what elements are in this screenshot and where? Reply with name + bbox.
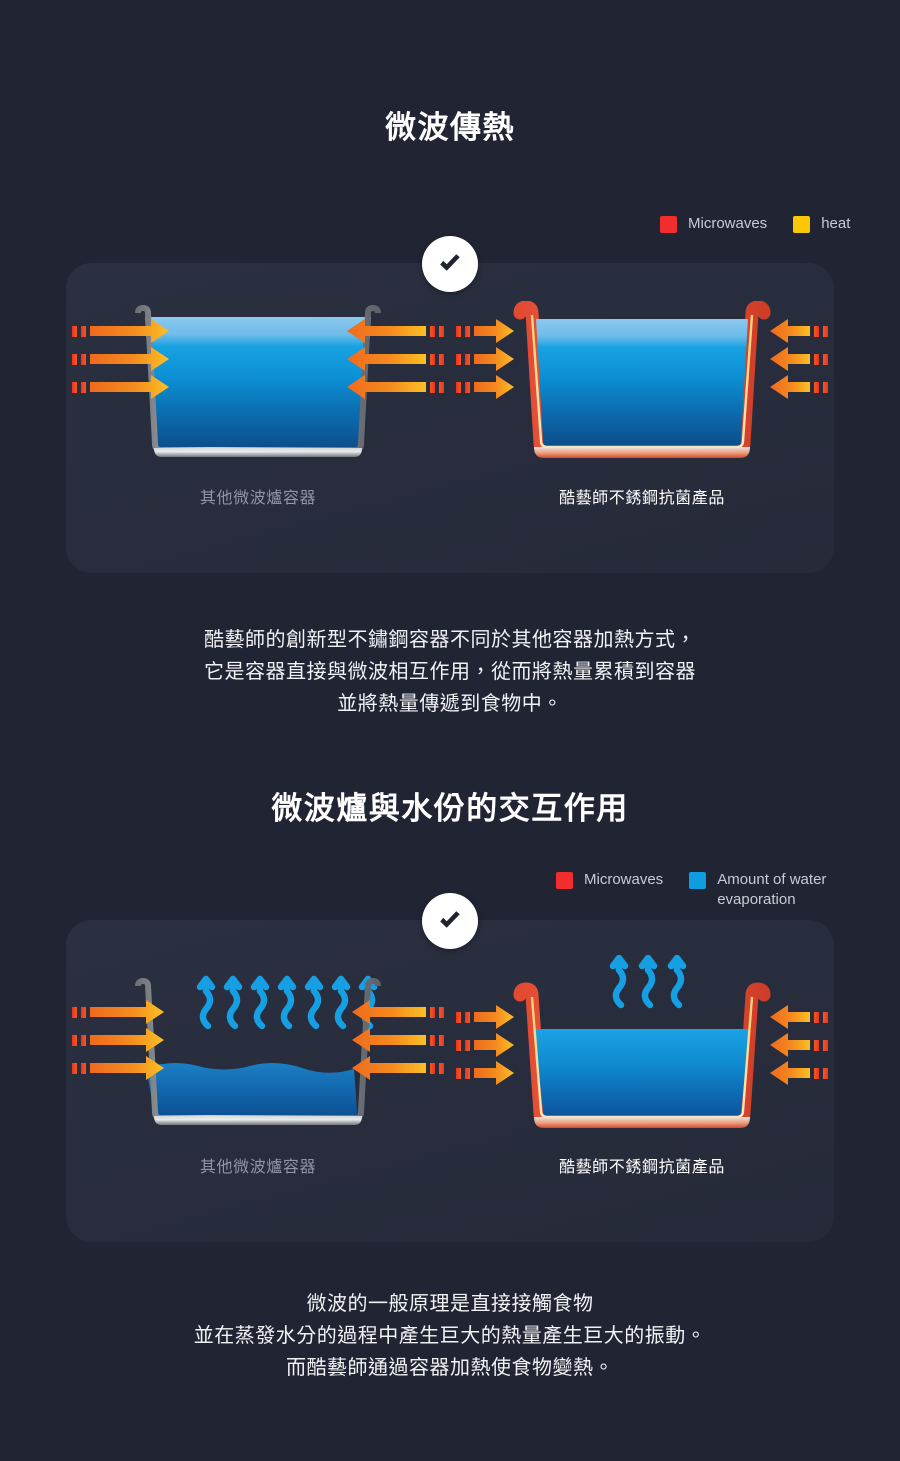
legend-item-water-evaporation: Amount of water evaporation: [689, 870, 826, 910]
caption-other-container: 其他微波爐容器: [199, 1159, 317, 1176]
legend-label-microwaves: Microwaves: [688, 215, 768, 232]
vessel-thin-steel-full: [66, 301, 450, 471]
legend-label-water-evaporation: Amount of water evaporation: [717, 871, 827, 908]
panel-2-brand-container: 酷藝師不銹鋼抗菌產品: [450, 920, 834, 1242]
microwave-arrows-right: [347, 319, 444, 399]
panel-2-other-container: 其他微波爐容器: [66, 920, 450, 1242]
vessel-heated-steel-full: [450, 301, 834, 471]
comparison-card-section-1: 其他微波爐容器: [66, 263, 834, 573]
legend-label-heat: heat: [821, 215, 851, 232]
microwave-arrows-left: [456, 1005, 514, 1085]
legend-section-2: Microwaves Amount of water evaporation: [556, 870, 826, 910]
section-microwave-heat-transfer: 微波傳熱 Microwaves heat: [0, 110, 900, 720]
microwave-arrows-left: [72, 1000, 164, 1080]
legend-label-microwaves: Microwaves: [584, 871, 664, 888]
vessel-thin-steel-low-water: [66, 968, 450, 1143]
vessel-heated-steel-high-water: [450, 955, 834, 1145]
microwave-arrows-right: [770, 319, 828, 399]
legend-item-microwaves: Microwaves: [660, 214, 767, 234]
microwave-arrows-right: [770, 1005, 828, 1085]
body-line: 並將熱量傳遞到食物中。: [337, 693, 563, 715]
legend-item-heat: heat: [793, 214, 850, 234]
body-line: 它是容器直接與微波相互作用，從而將熱量累積到容器: [204, 661, 696, 683]
panel-1-brand-container: 酷藝師不銹鋼抗菌產品: [450, 263, 834, 573]
panel-1-other-container: 其他微波爐容器: [66, 263, 450, 573]
check-circle-icon: [422, 236, 478, 292]
caption-brand-container: 酷藝師不銹鋼抗菌產品: [558, 490, 725, 507]
legend-swatch-heat: [793, 216, 811, 233]
steam-icons: [196, 975, 378, 1030]
microwave-arrows-left: [456, 319, 514, 399]
comparison-card-section-2: 其他微波爐容器: [66, 920, 834, 1242]
body-line: 酷藝師的創新型不鏽鋼容器不同於其他容器加熱方式，: [204, 629, 696, 651]
body-line: 而酷藝師通過容器加熱使食物變熱。: [286, 1357, 614, 1379]
check-circle-icon: [422, 893, 478, 949]
section-1-body-text: 酷藝師的創新型不鏽鋼容器不同於其他容器加熱方式， 它是容器直接與微波相互作用，從…: [0, 624, 900, 720]
section-1-title: 微波傳熱: [385, 110, 515, 145]
legend-section-1: Microwaves heat: [660, 214, 850, 234]
body-line: 並在蒸發水分的過程中產生巨大的熱量產生巨大的振動。: [193, 1325, 707, 1347]
body-line: 微波的一般原理是直接接觸食物: [306, 1293, 594, 1315]
section-2-body-text: 微波的一般原理是直接接觸食物 並在蒸發水分的過程中產生巨大的熱量產生巨大的振動。…: [0, 1288, 900, 1384]
section-microwave-water-interaction: 微波爐與水份的交互作用 Microwaves Amount of water e…: [0, 760, 900, 1461]
microwave-arrows-right: [352, 1000, 444, 1080]
legend-swatch-microwaves: [556, 872, 573, 889]
legend-swatch-water-evaporation: [689, 872, 707, 889]
caption-other-container: 其他微波爐容器: [199, 490, 317, 507]
microwave-arrows-left: [72, 319, 169, 399]
steam-icons: [609, 955, 687, 1009]
caption-brand-container: 酷藝師不銹鋼抗菌產品: [558, 1159, 725, 1176]
section-2-title: 微波爐與水份的交互作用: [271, 791, 629, 826]
legend-item-microwaves: Microwaves: [556, 870, 663, 890]
legend-swatch-microwaves: [660, 216, 677, 233]
